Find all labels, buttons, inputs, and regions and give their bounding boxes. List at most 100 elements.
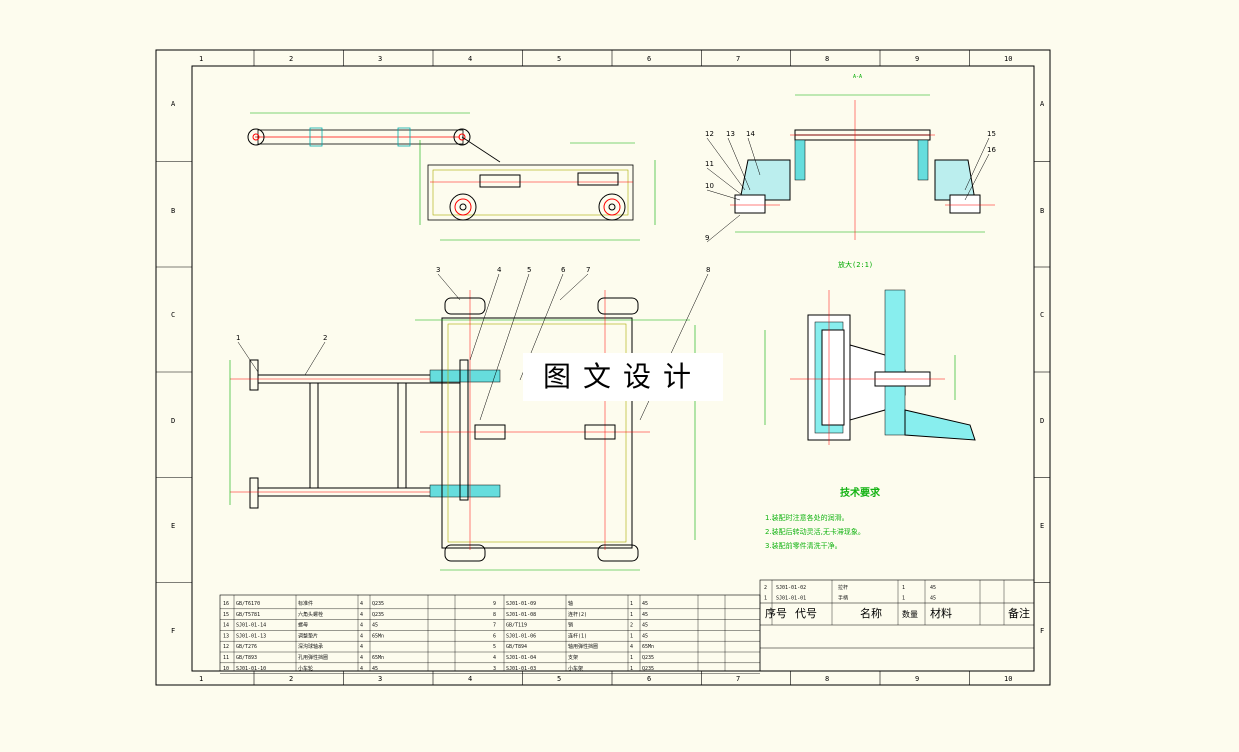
bom-name: 拉杆 xyxy=(838,584,848,591)
bom-no: 11 xyxy=(223,655,229,661)
front-view xyxy=(247,112,656,241)
bom-code: GB/T894 xyxy=(506,644,527,650)
bom-material: 45 xyxy=(930,585,936,591)
callout-11: 11 xyxy=(705,160,714,168)
bom-name: 连杆(2) xyxy=(568,611,587,618)
callout-leader xyxy=(964,153,990,201)
grid-col-label: 7 xyxy=(736,55,740,63)
callout-leader xyxy=(706,189,741,201)
bom-code: GB/T5781 xyxy=(236,612,260,618)
bom-qty: 4 xyxy=(360,623,363,629)
bom-qty: 4 xyxy=(360,633,363,639)
grid-col-label: 8 xyxy=(825,55,829,63)
grid-col-label: 9 xyxy=(915,55,919,63)
bom-header: 序号 代号 名称 数量 材料 备注 xyxy=(765,606,1030,620)
section-title: A-A xyxy=(853,74,862,80)
bom-material: Q235 xyxy=(642,655,654,661)
bom-qty: 1 xyxy=(902,596,905,602)
callout-leader xyxy=(469,273,500,361)
bom-qty: 2 xyxy=(630,623,633,629)
bom-code: SJ01-01-03 xyxy=(506,666,536,672)
bom-header-material: 材料 xyxy=(930,606,952,620)
grid-row-label: A xyxy=(1040,100,1045,108)
bom-name: 销 xyxy=(568,622,573,629)
callout-3: 3 xyxy=(436,266,440,274)
bom-name: 小车轮 xyxy=(298,665,313,672)
bom-qty: 4 xyxy=(360,601,363,607)
grid-col-label: 7 xyxy=(736,675,740,683)
callout-16: 16 xyxy=(987,146,996,154)
grid-col-label: 6 xyxy=(647,55,651,63)
callout-leader xyxy=(304,341,326,376)
bom-code: SJ01-01-10 xyxy=(236,666,266,672)
callout-leader xyxy=(706,167,743,196)
callout-2: 2 xyxy=(323,334,327,342)
bom-qty: 1 xyxy=(630,655,633,661)
bom-name: 螺母 xyxy=(298,622,308,629)
tech-req-item: 2.装配后转动灵活,无卡滞现象。 xyxy=(765,527,865,536)
plan-view xyxy=(229,290,696,571)
grid-col-label: 10 xyxy=(1004,675,1012,683)
grid-col-label: 2 xyxy=(289,55,293,63)
grid-col-label: 1 xyxy=(199,55,203,63)
bom-code: SJ01-01-04 xyxy=(506,655,536,661)
grid-row-label: D xyxy=(171,417,175,425)
bom-header-code: 代号 xyxy=(795,607,817,620)
bom-material: 65Mn xyxy=(372,655,384,661)
callout-14: 14 xyxy=(746,130,755,138)
grid-row-label: B xyxy=(1040,207,1044,215)
bom-qty: 1 xyxy=(630,633,633,639)
section-view: A-A xyxy=(730,74,995,240)
bom-code: GB/T276 xyxy=(236,644,257,650)
watermark-label: 图文设计 xyxy=(523,353,723,401)
bom-qty: 1 xyxy=(902,585,905,591)
bom-material: 45 xyxy=(642,623,648,629)
bom-name: 连杆(1) xyxy=(568,632,587,639)
bom-material: 45 xyxy=(642,633,648,639)
callout-15: 15 xyxy=(987,130,996,138)
callout-8: 8 xyxy=(706,266,710,274)
callout-9: 9 xyxy=(705,234,709,242)
bom-qty: 4 xyxy=(360,655,363,661)
grid-row-label: D xyxy=(1040,417,1044,425)
grid-col-label: 6 xyxy=(647,675,651,683)
bom-no: 6 xyxy=(493,633,496,639)
callout-leader xyxy=(237,341,259,373)
bom-qty: 1 xyxy=(630,601,633,607)
grid-row-label: B xyxy=(171,207,175,215)
bom-material: 45 xyxy=(642,601,648,607)
bom-no: 4 xyxy=(493,655,496,661)
grid-col-label: 10 xyxy=(1004,55,1012,63)
bom-name: 轴 xyxy=(568,600,573,607)
grid-col-label: 4 xyxy=(468,675,472,683)
bom-name: 手柄 xyxy=(838,595,848,602)
bom-qty: 4 xyxy=(360,612,363,618)
bom-name: 标准件 xyxy=(298,600,313,607)
grid-row-label: F xyxy=(171,627,175,635)
bom-qty: 4 xyxy=(630,644,633,650)
bom-name: 轴用弹性挡圈 xyxy=(568,643,598,650)
bom-code: SJ01-01-09 xyxy=(506,601,536,607)
bom-code: GB/T6170 xyxy=(236,601,260,607)
grid-col-label: 5 xyxy=(557,675,561,683)
bom-header-name: 名称 xyxy=(860,606,882,620)
bom-code: SJ01-01-14 xyxy=(236,623,266,629)
bom-no: 16 xyxy=(223,601,229,607)
bom-header-remark: 备注 xyxy=(1008,606,1030,620)
bom-no: 2 xyxy=(764,585,767,591)
bom-material: 45 xyxy=(372,623,378,629)
grid-row-label: C xyxy=(171,311,175,319)
callout-leader xyxy=(559,273,589,301)
bom-name: 孔用弹性挡圈 xyxy=(298,654,328,661)
bom-name: 小车架 xyxy=(568,665,583,672)
detail-view: 放大(2:1) xyxy=(764,260,976,445)
callout-5: 5 xyxy=(527,266,531,274)
bom-code: GB/T119 xyxy=(506,623,527,629)
bom-no: 8 xyxy=(493,612,496,618)
grid-col-label: 1 xyxy=(199,675,203,683)
grid-col-label: 2 xyxy=(289,675,293,683)
callout-1: 1 xyxy=(236,334,240,342)
